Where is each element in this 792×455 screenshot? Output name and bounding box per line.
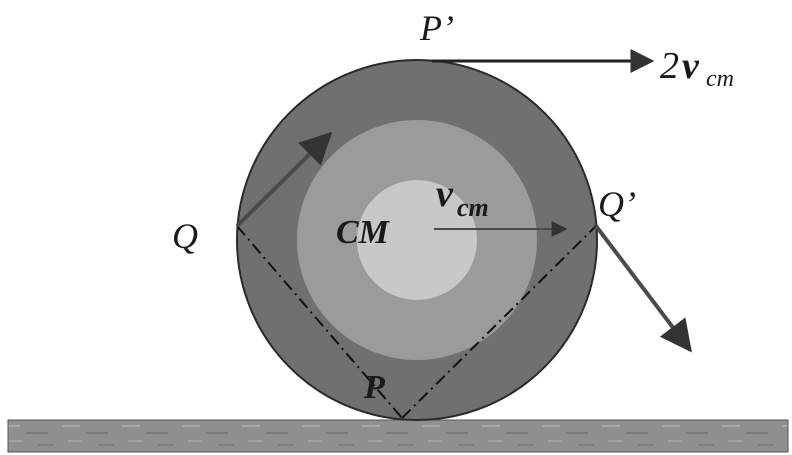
label-2vcm-v: v xyxy=(682,45,700,87)
rolling-wheel xyxy=(236,59,598,421)
label-p-prime: P’ xyxy=(419,8,454,48)
label-vcm-subscript: cm xyxy=(457,193,489,222)
ground-surface xyxy=(7,419,789,453)
velocity-arrow-q-prime xyxy=(594,224,692,353)
velocity-arrow-q xyxy=(235,131,333,228)
label-q: Q xyxy=(172,216,198,256)
label-center-of-mass: CM xyxy=(336,214,391,251)
label-2vcm-subscript: cm xyxy=(706,66,734,92)
label-q-prime: Q’ xyxy=(598,184,636,224)
dashdot-line-p-to-q-prime xyxy=(401,225,597,419)
dashdot-line-p-to-q xyxy=(236,225,403,419)
label-2vcm: 2 v cm xyxy=(660,45,734,92)
wheel-inner-core xyxy=(357,180,477,300)
label-vcm-v: v xyxy=(436,173,454,215)
label-p: P xyxy=(363,369,385,406)
label-vcm-center: v cm xyxy=(436,173,489,222)
label-2vcm-coefficient: 2 xyxy=(660,45,679,87)
